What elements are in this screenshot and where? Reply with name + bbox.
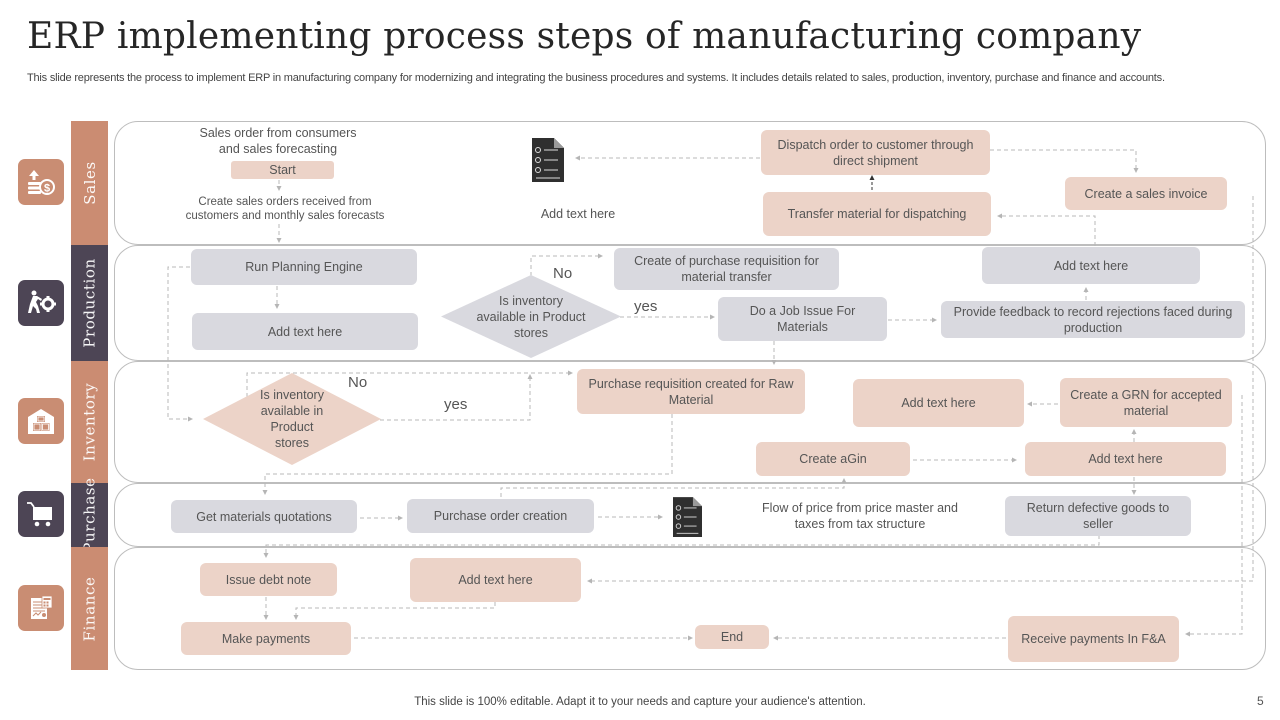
- sales-invoice-node[interactable]: Create a sales invoice: [1065, 177, 1227, 210]
- purchase-order-creation-node[interactable]: Purchase order creation: [407, 499, 594, 533]
- dispatch-order-node[interactable]: Dispatch order to customer through direc…: [761, 130, 990, 175]
- inventory-availability-decision[interactable]: Is inventory available in Product stores: [203, 373, 381, 465]
- lane-label-finance: Finance: [80, 576, 99, 641]
- price-document-icon: [673, 497, 702, 537]
- shopping-cart-icon: [18, 491, 64, 537]
- lane-tab-sales: Sales: [71, 121, 108, 245]
- receive-payments-node[interactable]: Receive payments In F&A: [1008, 616, 1179, 662]
- materials-quotations-node[interactable]: Get materials quotations: [171, 500, 357, 533]
- financial-report-icon: [18, 585, 64, 631]
- end-node[interactable]: End: [695, 625, 769, 649]
- money-growth-icon: $: [18, 159, 64, 205]
- footer-note: This slide is 100% editable. Adapt it to…: [414, 696, 866, 708]
- lane-label-inventory: Inventory: [80, 382, 99, 462]
- return-defective-goods-node[interactable]: Return defective goods to seller: [1005, 496, 1191, 536]
- lane-tab-purchase: Purchase: [71, 477, 108, 553]
- inventory-add-text-top[interactable]: Add text here: [853, 379, 1024, 427]
- page-number: 5: [1257, 694, 1264, 708]
- inventory-add-text-bottom[interactable]: Add text here: [1025, 442, 1226, 476]
- make-payments-node[interactable]: Make payments: [181, 622, 351, 655]
- sales-order-text: Sales order from consumers and sales for…: [199, 126, 357, 156]
- production-inventory-decision[interactable]: Is inventory available in Product stores: [441, 275, 621, 358]
- purchase-requisition-raw-node[interactable]: Purchase requisition created for Raw Mat…: [577, 369, 805, 414]
- warehouse-icon: [18, 398, 64, 444]
- lane-label-production: Production: [80, 258, 99, 348]
- production-add-text-left[interactable]: Add text here: [192, 313, 418, 350]
- lane-tab-finance: Finance: [71, 547, 108, 670]
- create-sales-orders-text: Create sales orders received from custom…: [185, 196, 385, 222]
- svg-text:$: $: [44, 183, 50, 195]
- lane-label-purchase: Purchase: [80, 477, 99, 553]
- price-flow-text: Flow of price from price master and taxe…: [762, 501, 958, 531]
- production-no-label: No: [553, 265, 573, 282]
- issue-debt-note-node[interactable]: Issue debt note: [200, 563, 337, 596]
- start-node[interactable]: Start: [231, 161, 334, 179]
- production-yes-label: yes: [634, 298, 658, 315]
- production-decision-text: Is inventory available in Product stores: [476, 293, 586, 340]
- lane-tab-production: Production: [71, 245, 108, 361]
- create-grn-node[interactable]: Create a GRN for accepted material: [1060, 378, 1232, 427]
- create-agin-node[interactable]: Create aGin: [756, 442, 910, 476]
- slide-subtitle: This slide represents the process to imp…: [27, 72, 1165, 84]
- purchase-requisition-transfer-node[interactable]: Create of purchase requisition for mater…: [614, 248, 839, 290]
- document-checklist-icon: [532, 138, 564, 182]
- job-issue-node[interactable]: Do a Job Issue For Materials: [718, 297, 887, 341]
- sales-add-text: Add text here: [540, 207, 616, 221]
- production-add-text-right[interactable]: Add text here: [982, 247, 1200, 284]
- worker-gear-icon: [18, 280, 64, 326]
- inventory-no-label: No: [348, 374, 368, 391]
- transfer-material-node[interactable]: Transfer material for dispatching: [763, 192, 991, 236]
- feedback-rejections-node[interactable]: Provide feedback to record rejections fa…: [941, 301, 1245, 338]
- lane-label-sales: Sales: [80, 161, 99, 205]
- inventory-yes-label: yes: [444, 396, 468, 413]
- slide-title: ERP implementing process steps of manufa…: [27, 16, 1142, 57]
- run-planning-engine-node[interactable]: Run Planning Engine: [191, 249, 417, 285]
- inventory-decision-text: Is inventory available in Product stores: [260, 388, 324, 450]
- finance-add-text-node[interactable]: Add text here: [410, 558, 581, 602]
- lane-tab-inventory: Inventory: [71, 361, 108, 483]
